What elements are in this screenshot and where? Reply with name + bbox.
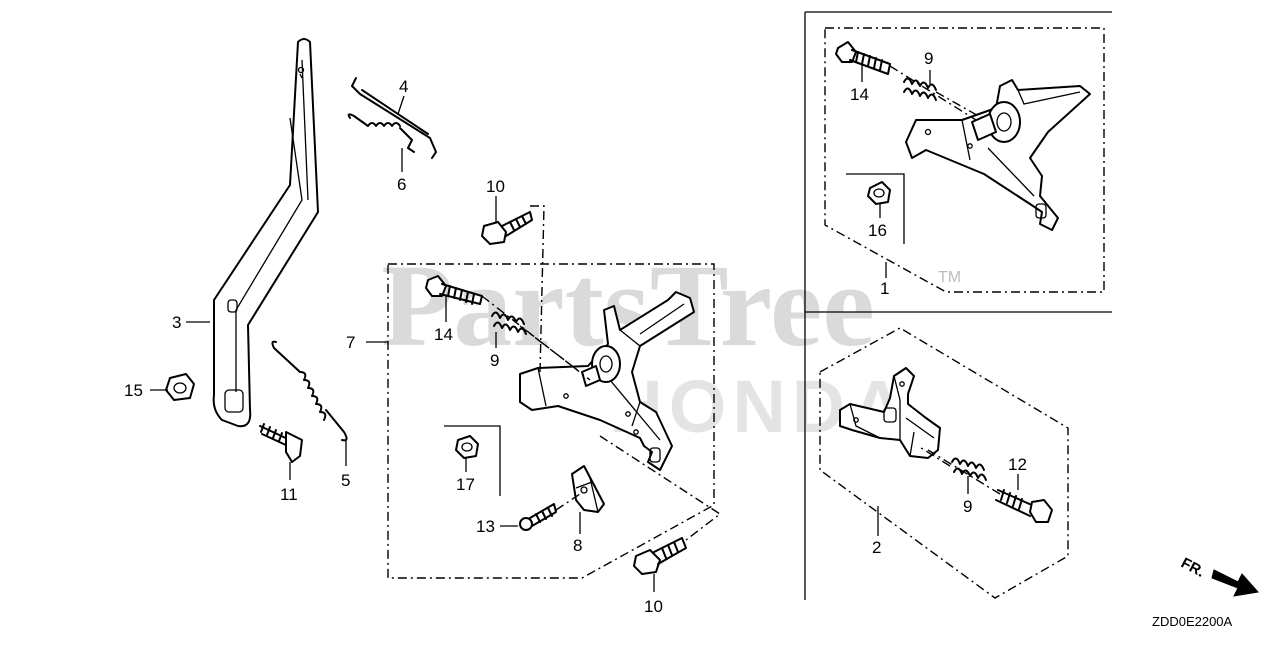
spring-9-upper-right xyxy=(903,77,937,101)
bolt-12 xyxy=(995,489,1053,523)
front-arrow-icon xyxy=(1211,569,1259,597)
spring-6 xyxy=(347,113,415,153)
callout-14-right: 14 xyxy=(850,85,869,104)
control-assembly-1 xyxy=(905,79,1091,231)
callout-7: 7 xyxy=(346,333,355,352)
flange-nut-16 xyxy=(867,181,891,205)
spring-9-lower-right xyxy=(951,457,987,481)
control-lever xyxy=(212,38,319,428)
control-base-assembly-7 xyxy=(519,291,695,471)
callout-15: 15 xyxy=(124,381,143,400)
callout-9-lower-right: 9 xyxy=(963,497,972,516)
flange-nut-17 xyxy=(455,435,479,459)
callout-6: 6 xyxy=(397,175,406,194)
callout-12: 12 xyxy=(1008,455,1027,474)
cable-clamp-8 xyxy=(571,465,605,513)
callout-2: 2 xyxy=(872,538,881,557)
bolt-14-left xyxy=(425,275,483,305)
group-box-1 xyxy=(824,27,1105,293)
watermark-trademark: TM xyxy=(938,269,961,286)
leader-lines xyxy=(150,64,1019,592)
callout-17: 17 xyxy=(456,475,475,494)
flange-bolt-10-upper xyxy=(481,211,533,245)
group-box-7 xyxy=(387,263,715,579)
callout-11: 11 xyxy=(280,485,298,504)
spring-5 xyxy=(271,340,348,442)
callout-5: 5 xyxy=(341,471,350,490)
front-label: FR. xyxy=(1178,555,1207,581)
flange-nut-15 xyxy=(165,373,195,401)
assembly-frame xyxy=(804,11,1112,600)
flange-bolt-10-lower xyxy=(633,537,687,575)
callout-3: 3 xyxy=(172,313,181,332)
callout-9-left: 9 xyxy=(490,351,499,370)
spring-9-left xyxy=(491,311,527,335)
callout-8: 8 xyxy=(573,536,582,555)
callout-16: 16 xyxy=(868,221,887,240)
callout-10-upper: 10 xyxy=(486,177,505,196)
callout-1: 1 xyxy=(880,279,889,298)
bolt-11 xyxy=(259,423,303,463)
callout-13: 13 xyxy=(476,517,495,536)
callout-14-left: 14 xyxy=(434,325,453,344)
callout-9-upper-right: 9 xyxy=(924,49,933,68)
diagram-code: ZDD0E2200A xyxy=(1152,614,1233,629)
callout-4: 4 xyxy=(399,77,408,96)
front-direction-indicator: FR. xyxy=(1178,555,1259,597)
group-boxes xyxy=(387,27,1105,599)
link-rod xyxy=(351,77,437,159)
screw-13 xyxy=(519,503,557,531)
bolt-14-right xyxy=(835,41,891,75)
callout-labels: 1 2 3 4 5 6 7 8 9 9 9 10 10 11 12 13 14 … xyxy=(124,49,1027,616)
control-assembly-2 xyxy=(839,367,941,459)
callout-10-lower: 10 xyxy=(644,597,663,616)
